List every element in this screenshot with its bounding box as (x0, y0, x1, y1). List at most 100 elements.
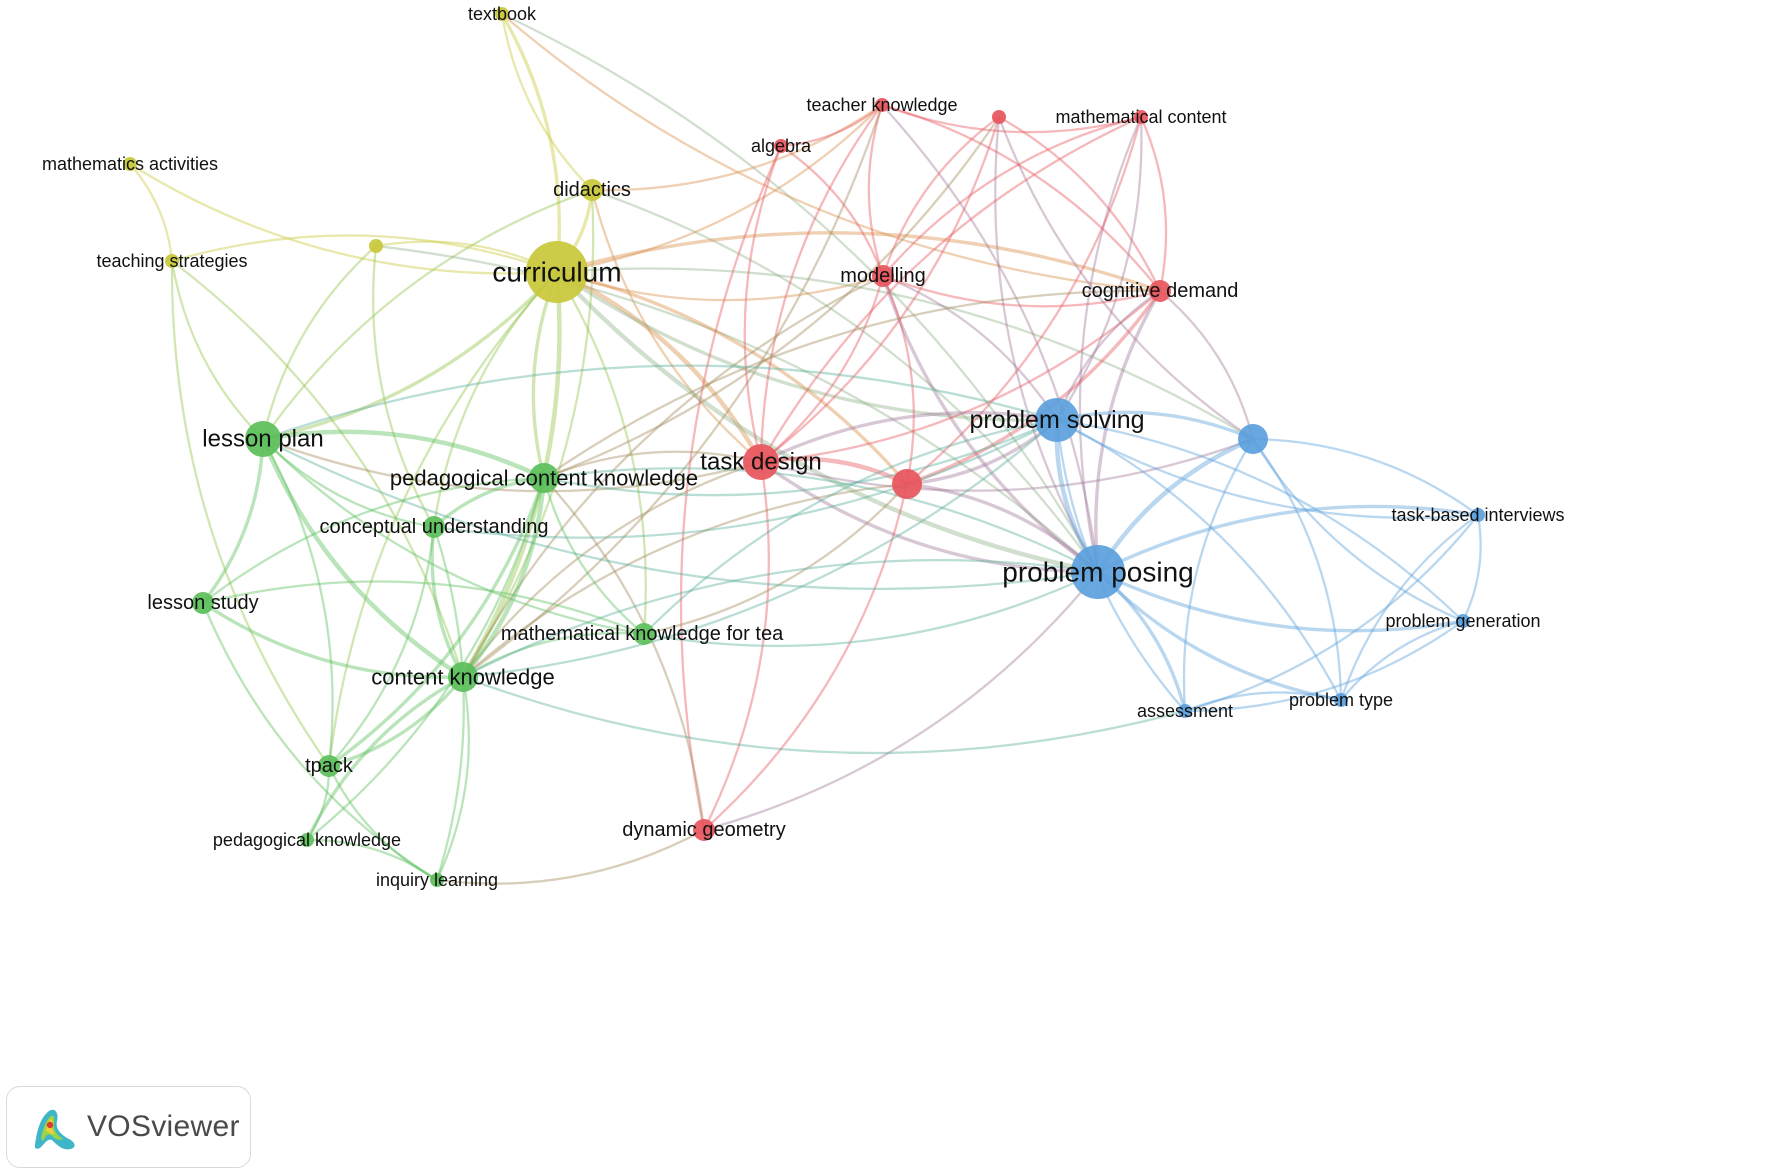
node-teacher-knowledge[interactable] (875, 98, 889, 112)
node-teaching-strategies[interactable] (165, 254, 179, 268)
node-problem-type[interactable] (1334, 693, 1348, 707)
node-task-design[interactable] (743, 444, 779, 480)
link-mathematical-content--modelling (882, 115, 1142, 277)
label-inquiry-learning: inquiry learning (376, 870, 498, 890)
link-teacher-knowledge--problem-posing (881, 104, 1100, 573)
link-mathematical-content--problem-solving (1056, 116, 1143, 421)
link-lesson-study--pedagogical-content-knowledge (202, 476, 545, 604)
link-teacher-knowledge--cognitive-demand (881, 103, 1161, 292)
node-modelling[interactable] (872, 265, 894, 287)
link-problem-solving--problem-type (1056, 418, 1343, 701)
link-mathematics-activities--curriculum (129, 163, 558, 275)
node-dynamic-geometry[interactable] (693, 819, 715, 841)
label-mathematics-activities: mathematics activities (42, 154, 218, 174)
link-lesson-study--mathematical-knowledge-for-tea (202, 580, 645, 636)
node-problem-generation[interactable] (1456, 614, 1470, 628)
link-lesson-study--content-knowledge (202, 601, 464, 679)
link-yellow-unlabeled--lesson-plan (261, 245, 377, 440)
link-problem-posing--problem-type (1096, 570, 1342, 702)
link-teacher-knowledge--algebra (780, 104, 883, 148)
node-problem-posing[interactable] (1071, 545, 1125, 599)
link-algebra--task-design (743, 145, 783, 463)
link-yellow-unlabeled--problem-posing (375, 244, 1099, 573)
node-task-based-interviews[interactable] (1471, 508, 1485, 522)
label-problem-solving: problem solving (969, 406, 1144, 434)
node-lesson-plan[interactable] (245, 421, 281, 457)
link-blue-unlabeled--problem-posing (1096, 436, 1254, 574)
link-lesson-study--inquiry-learning (201, 602, 438, 881)
link-dynamic-geometry--pedagogical-content-knowledge (543, 477, 706, 831)
label-conceptual-understanding: conceptual understanding (319, 516, 548, 538)
link-mathematical-knowledge-for-tea--problem-posing (643, 570, 1099, 648)
link-curriculum--modelling (556, 270, 884, 302)
link-problem-posing--task-based-interviews (1097, 504, 1479, 574)
link-teaching-strategies--tpack (170, 260, 330, 767)
node-yellow-unlabeled[interactable] (369, 239, 383, 253)
link-lesson-plan--conceptual-understanding (262, 438, 435, 529)
label-textbook: textbook (468, 4, 537, 24)
link-task-design--dynamic-geometry (702, 461, 770, 831)
link-content-knowledge--tpack (328, 675, 465, 768)
node-cognitive-demand[interactable] (1149, 280, 1171, 302)
node-didactics[interactable] (581, 179, 603, 201)
link-conceptual-understanding--content-knowledge (430, 526, 465, 678)
network-nodes (123, 7, 1485, 887)
link-content-knowledge--problem-solving (462, 419, 1058, 679)
node-lesson-study[interactable] (192, 592, 214, 614)
node-mathematical-knowledge-for-tea[interactable] (633, 623, 655, 645)
node-conceptual-understanding[interactable] (423, 516, 445, 538)
node-red-unlabeled-large[interactable] (892, 469, 922, 499)
node-textbook[interactable] (495, 7, 509, 21)
node-inquiry-learning[interactable] (430, 873, 444, 887)
link-modelling--task-design (760, 275, 885, 463)
link-lesson-plan--mathematical-knowledge-for-tea (262, 438, 645, 636)
link-lesson-plan--lesson-study (201, 438, 265, 605)
link-curriculum--task-design (556, 269, 763, 464)
label-teacher-knowledge: teacher knowledge (806, 95, 957, 115)
node-pedagogical-knowledge[interactable] (300, 833, 314, 847)
link-modelling--red-unlabeled-large (881, 275, 915, 485)
label-tpack: tpack (305, 755, 354, 777)
link-didactics--content-knowledge (462, 189, 595, 678)
label-lesson-plan: lesson plan (202, 426, 323, 453)
link-red-unlabeled-small--blue-unlabeled (997, 116, 1254, 440)
link-task-design--content-knowledge (462, 460, 762, 678)
link-conceptual-understanding--problem-solving (433, 418, 1058, 539)
link-teacher-knowledge--mathematical-content (881, 103, 1142, 134)
link-textbook--curriculum (500, 13, 561, 273)
link-pedagogical-content-knowledge--problem-solving (543, 418, 1058, 497)
node-content-knowledge[interactable] (448, 662, 478, 692)
node-mathematical-content[interactable] (1134, 110, 1148, 124)
link-teaching-strategies--curriculum (171, 234, 558, 274)
link-cognitive-demand--pedagogical-content-knowledge (543, 289, 1161, 479)
link-didactics--task-design (590, 189, 762, 463)
node-tpack[interactable] (318, 755, 340, 777)
link-teacher-knowledge--modelling (867, 104, 885, 277)
node-curriculum[interactable] (526, 241, 588, 303)
node-pedagogical-content-knowledge[interactable] (529, 463, 559, 493)
link-task-based-interviews--assessment (1184, 514, 1479, 713)
node-red-unlabeled-small[interactable] (992, 110, 1006, 124)
node-problem-solving[interactable] (1035, 398, 1079, 442)
link-yellow-unlabeled--conceptual-understanding (372, 245, 436, 528)
link-content-knowledge--inquiry-learning (435, 676, 470, 881)
node-assessment[interactable] (1178, 704, 1192, 718)
link-lesson-plan--problem-solving (262, 364, 1058, 441)
link-problem-solving--task-based-interviews (1056, 419, 1479, 520)
link-pedagogical-content-knowledge--mathematical-knowledge-for-tea (542, 477, 645, 635)
node-mathematics-activities[interactable] (123, 157, 137, 171)
link-tpack--inquiry-learning (327, 765, 438, 882)
node-algebra[interactable] (774, 139, 788, 153)
label-modelling: modelling (840, 265, 926, 287)
link-red-unlabeled-large--mathematical-knowledge-for-tea (643, 483, 908, 636)
link-curriculum--problem-solving (556, 270, 1058, 422)
link-task-design--pedagogical-content-knowledge (543, 450, 762, 480)
node-blue-unlabeled[interactable] (1238, 424, 1268, 454)
link-pedagogical-content-knowledge--content-knowledge (461, 477, 547, 679)
link-algebra--modelling (780, 145, 885, 277)
link-problem-solving--blue-unlabeled (1056, 410, 1254, 441)
link-problem-solving--problem-generation (1056, 418, 1464, 622)
vosviewer-wordmark: VOSviewer (87, 1110, 240, 1143)
link-dynamic-geometry--inquiry-learning (436, 828, 705, 885)
